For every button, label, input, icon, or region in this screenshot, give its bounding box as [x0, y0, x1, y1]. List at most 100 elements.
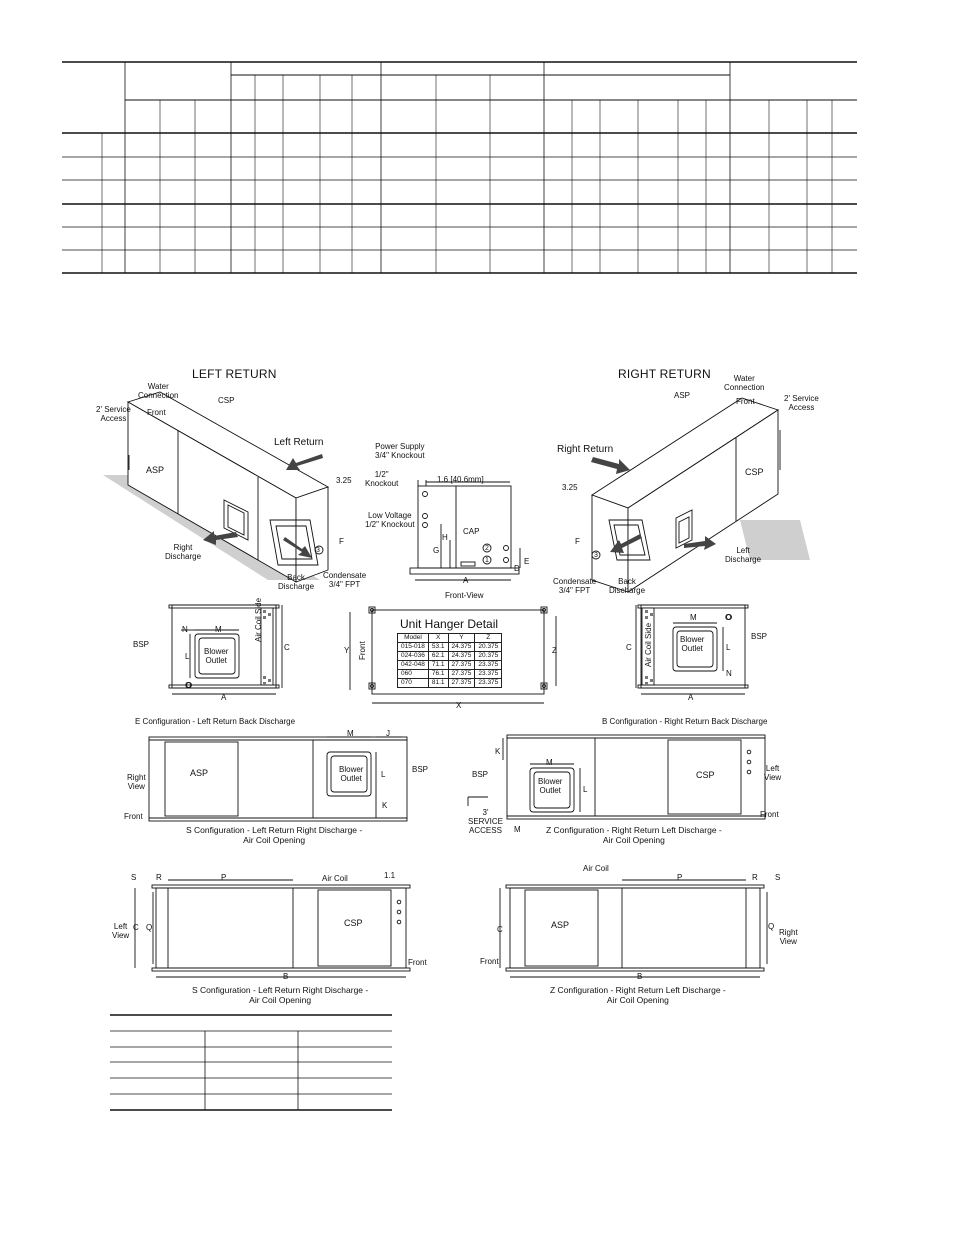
- dim-1-6-label: 1.6 [40.6mm]: [437, 475, 484, 484]
- z2-caption: Z Configuration - Right Return Left Disc…: [550, 985, 726, 1005]
- hanger-cell: 27.375: [447, 669, 476, 679]
- front-view-drawing: [409, 480, 521, 581]
- hanger-header-z: Z: [474, 633, 503, 643]
- hanger-cell: 060: [397, 669, 429, 679]
- b-blower-outlet: Blower Outlet: [680, 635, 705, 653]
- hanger-row: 015-018 53.1 24.375 20.375: [397, 642, 503, 652]
- circle-1: 1: [485, 557, 489, 564]
- right-left-discharge-label: Left Discharge: [725, 546, 762, 564]
- z2-r-label: R: [752, 873, 758, 882]
- hanger-cell: 24.375: [447, 642, 476, 652]
- bottom-table-grid: [110, 1014, 392, 1111]
- power-supply-label: Power Supply 3/4" Knockout: [375, 442, 425, 460]
- hanger-cell: 024-036: [397, 651, 429, 661]
- s1-m-label: M: [347, 729, 354, 738]
- hanger-cell: 015-018: [397, 642, 429, 652]
- b-config-caption: B Configuration - Right Return Back Disc…: [602, 717, 768, 726]
- left-right-discharge-label: Right Discharge: [165, 543, 202, 561]
- left-return-title: LEFT RETURN: [192, 367, 277, 381]
- left-service-access-label: 2' Service Access: [96, 405, 131, 423]
- d-label: D: [514, 564, 520, 573]
- b-n-label: N: [726, 669, 732, 678]
- hanger-table: Model X Y Z 015-018 53.1 24.375 20.375 0…: [397, 633, 503, 688]
- e-bsp-label: BSP: [133, 640, 150, 649]
- hanger-y-label: Y: [344, 646, 350, 655]
- e-l-label: L: [185, 652, 190, 661]
- z2-asp-label: ASP: [551, 920, 570, 930]
- hanger-cell: 23.375: [474, 678, 503, 688]
- s2-air-coil: Air Coil: [322, 874, 348, 883]
- s2-s-label: S: [131, 873, 137, 882]
- hanger-header-row: Model X Y Z: [397, 633, 503, 643]
- hanger-header-x: X: [427, 633, 449, 643]
- right-csp-label: CSP: [745, 467, 764, 477]
- s1-j-label: J: [386, 729, 390, 738]
- s1-bsp-label: BSP: [412, 765, 429, 774]
- hanger-z-label: Z: [552, 646, 557, 655]
- s-config-2-drawing: [134, 879, 411, 978]
- hanger-cell: 27.375: [447, 660, 476, 670]
- s2-p-label: P: [221, 873, 227, 882]
- b-c-label: C: [626, 643, 632, 652]
- left-front-label: Front: [147, 408, 166, 417]
- circle-2: 2: [485, 545, 489, 552]
- e-config-checker: [263, 610, 271, 685]
- e-config-drawing: [168, 604, 283, 695]
- hanger-cell: 53.1: [427, 642, 449, 652]
- low-voltage-label: Low Voltage 1/2" Knockout: [365, 511, 415, 529]
- right-f-label: F: [575, 537, 580, 546]
- hanger-cell: 070: [397, 678, 429, 688]
- z1-m-label: M: [546, 758, 553, 767]
- hanger-cell: 81.1: [427, 678, 449, 688]
- right-front-label: Front: [736, 397, 755, 406]
- z2-air-coil: Air Coil: [583, 864, 609, 873]
- left-circle-3: 3: [316, 547, 320, 554]
- z2-front-label: Front: [480, 957, 499, 966]
- z1-bsp-label: BSP: [472, 770, 489, 779]
- z2-right-view: Right View: [779, 928, 798, 946]
- e-c-label: C: [284, 643, 290, 652]
- z2-s-label: S: [775, 873, 781, 882]
- s2-r-label: R: [156, 873, 162, 882]
- e-blower-outlet: Blower Outlet: [204, 647, 229, 665]
- s2-c-label: C: [133, 923, 139, 932]
- b-o-label: O: [725, 613, 732, 622]
- b-m-label: M: [690, 613, 697, 622]
- s2-left-view: Left View: [112, 922, 130, 940]
- right-return-title: RIGHT RETURN: [618, 367, 711, 381]
- z1-csp-label: CSP: [696, 770, 715, 780]
- s1-caption: S Configuration - Left Return Right Disc…: [186, 825, 363, 845]
- right-water-connection-label: Water Connection: [724, 374, 765, 392]
- s1-asp-label: ASP: [190, 768, 209, 778]
- e-o-label: O: [185, 681, 192, 690]
- z1-k-label: K: [495, 747, 501, 756]
- right-back-discharge-label: Back Discharge: [609, 577, 646, 595]
- z1-service-access: 3' SERVICE ACCESS: [468, 808, 503, 835]
- front-view-caption: Front-View: [445, 591, 484, 600]
- hanger-row: 042-048 71.1 27.375 23.375: [397, 660, 503, 670]
- right-circle-3: 3: [594, 552, 598, 559]
- b-config-drawing: [635, 604, 749, 695]
- z2-p-label: P: [677, 873, 683, 882]
- b-a-label: A: [688, 693, 694, 702]
- b-air-coil-side: Air Coil Side: [644, 622, 653, 667]
- s2-csp-label: CSP: [344, 918, 363, 928]
- e-config-caption: E Configuration - Left Return Back Disch…: [135, 717, 296, 726]
- hanger-row: 024-036 62.1 24.375 20.375: [397, 651, 503, 661]
- e-air-coil-side: Air Coil Side: [254, 597, 263, 642]
- s-config-1-drawing: [148, 736, 408, 822]
- left-return-iso-drawing: [103, 391, 330, 583]
- hanger-cell: 24.375: [447, 651, 476, 661]
- s1-l-label: L: [381, 770, 386, 779]
- right-return-arrow-label: Right Return: [557, 444, 614, 455]
- s1-k-label: K: [382, 801, 388, 810]
- left-return-arrow-label: Left Return: [274, 437, 324, 448]
- z2-b-label: B: [637, 972, 643, 981]
- cap-label: CAP: [463, 527, 480, 536]
- left-dim-325: 3.25: [336, 476, 352, 485]
- z2-c-label: C: [497, 925, 503, 934]
- hanger-drawing: [349, 606, 557, 704]
- hanger-cell: 76.1: [427, 669, 449, 679]
- hanger-header-y: Y: [447, 633, 476, 643]
- z1-l-label: L: [583, 785, 588, 794]
